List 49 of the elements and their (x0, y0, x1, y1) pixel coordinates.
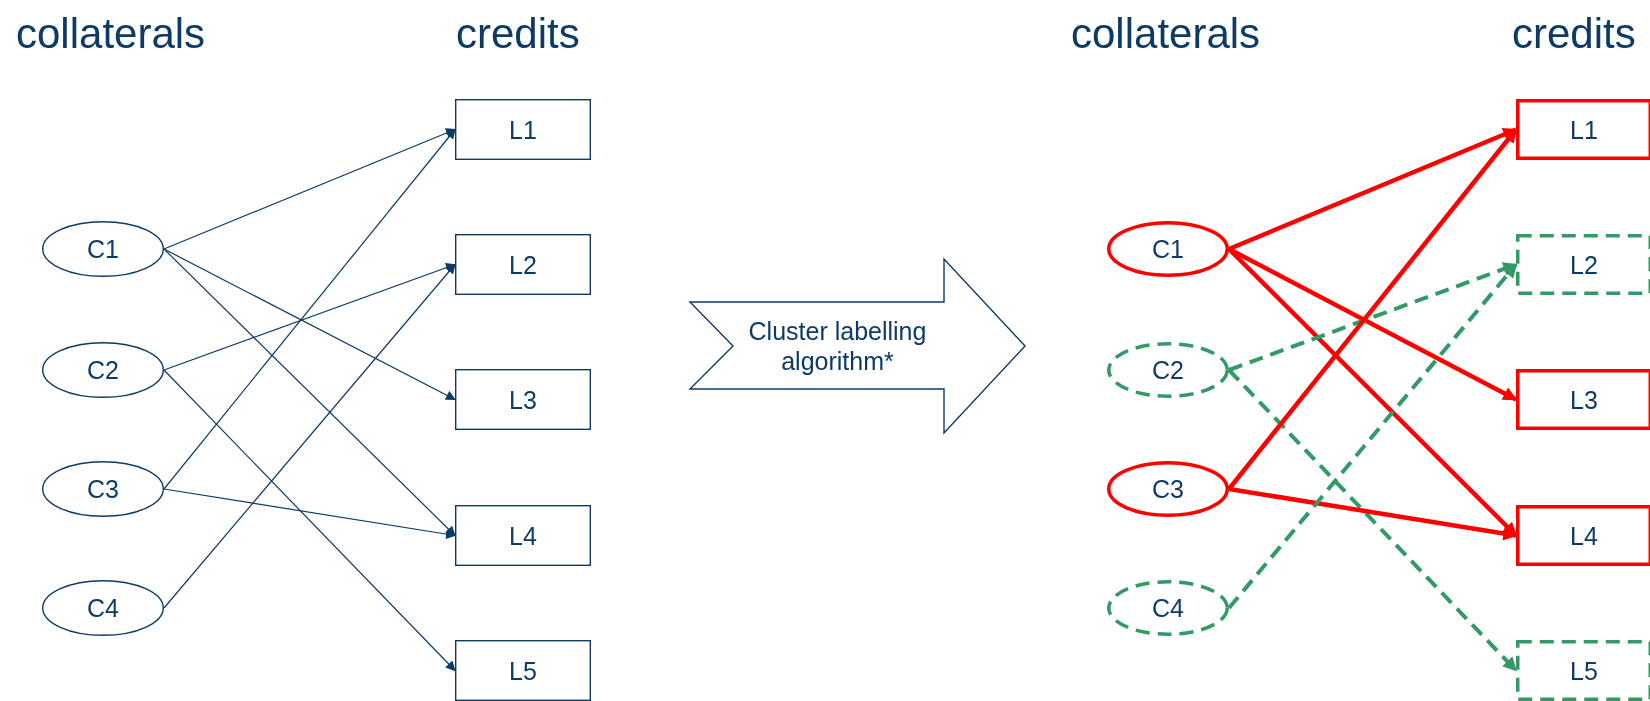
arrow (163, 369, 456, 672)
node-label: C1 (86, 234, 120, 264)
column-heading: credits (1512, 10, 1636, 58)
node-label: L4 (1569, 520, 1599, 551)
node-label: L3 (508, 384, 538, 415)
node-label: C2 (1151, 355, 1185, 385)
rectangle-node (455, 369, 591, 430)
ellipse-node (42, 580, 164, 636)
arrow (163, 128, 456, 490)
node-label: C1 (1151, 234, 1185, 264)
arrow (1228, 486, 1518, 541)
arrow (163, 128, 456, 250)
arrow (163, 488, 456, 539)
node-label: L5 (508, 655, 538, 686)
node-label: C2 (86, 355, 120, 385)
node-label: C4 (86, 593, 120, 623)
rectangle-node (455, 640, 591, 701)
node-label: L2 (1569, 249, 1599, 280)
ellipse-node (1107, 461, 1229, 517)
arrow (163, 263, 456, 609)
rectangle-node (455, 99, 591, 160)
block-arrow (689, 258, 1026, 434)
arrow (1228, 127, 1518, 252)
column-heading: credits (456, 10, 580, 58)
arrow (1227, 368, 1518, 672)
node-label: L1 (508, 114, 538, 145)
node-label: L2 (508, 249, 538, 280)
node-label: L5 (1569, 655, 1599, 686)
column-heading: collaterals (1071, 10, 1261, 58)
arrow (1227, 263, 1518, 610)
node-label: L4 (508, 520, 538, 551)
node-label: C3 (86, 474, 120, 504)
arrow (163, 262, 456, 371)
ellipse-node (42, 342, 164, 398)
node-label: C4 (1151, 593, 1185, 623)
arrow (163, 248, 456, 401)
rectangle-node (455, 505, 591, 566)
column-heading: collaterals (16, 10, 206, 58)
node-label: C3 (1151, 474, 1185, 504)
node-label: L3 (1569, 384, 1599, 415)
ellipse-node (1107, 221, 1229, 277)
arrow (163, 248, 456, 537)
ellipse-node (42, 461, 164, 517)
node-label: L1 (1569, 114, 1599, 145)
ellipse-node (1107, 580, 1229, 636)
node-label: Cluster labelling algorithm* (747, 316, 928, 376)
rectangle-node (455, 234, 591, 295)
ellipse-node (42, 221, 164, 277)
ellipse-node (1107, 342, 1229, 398)
